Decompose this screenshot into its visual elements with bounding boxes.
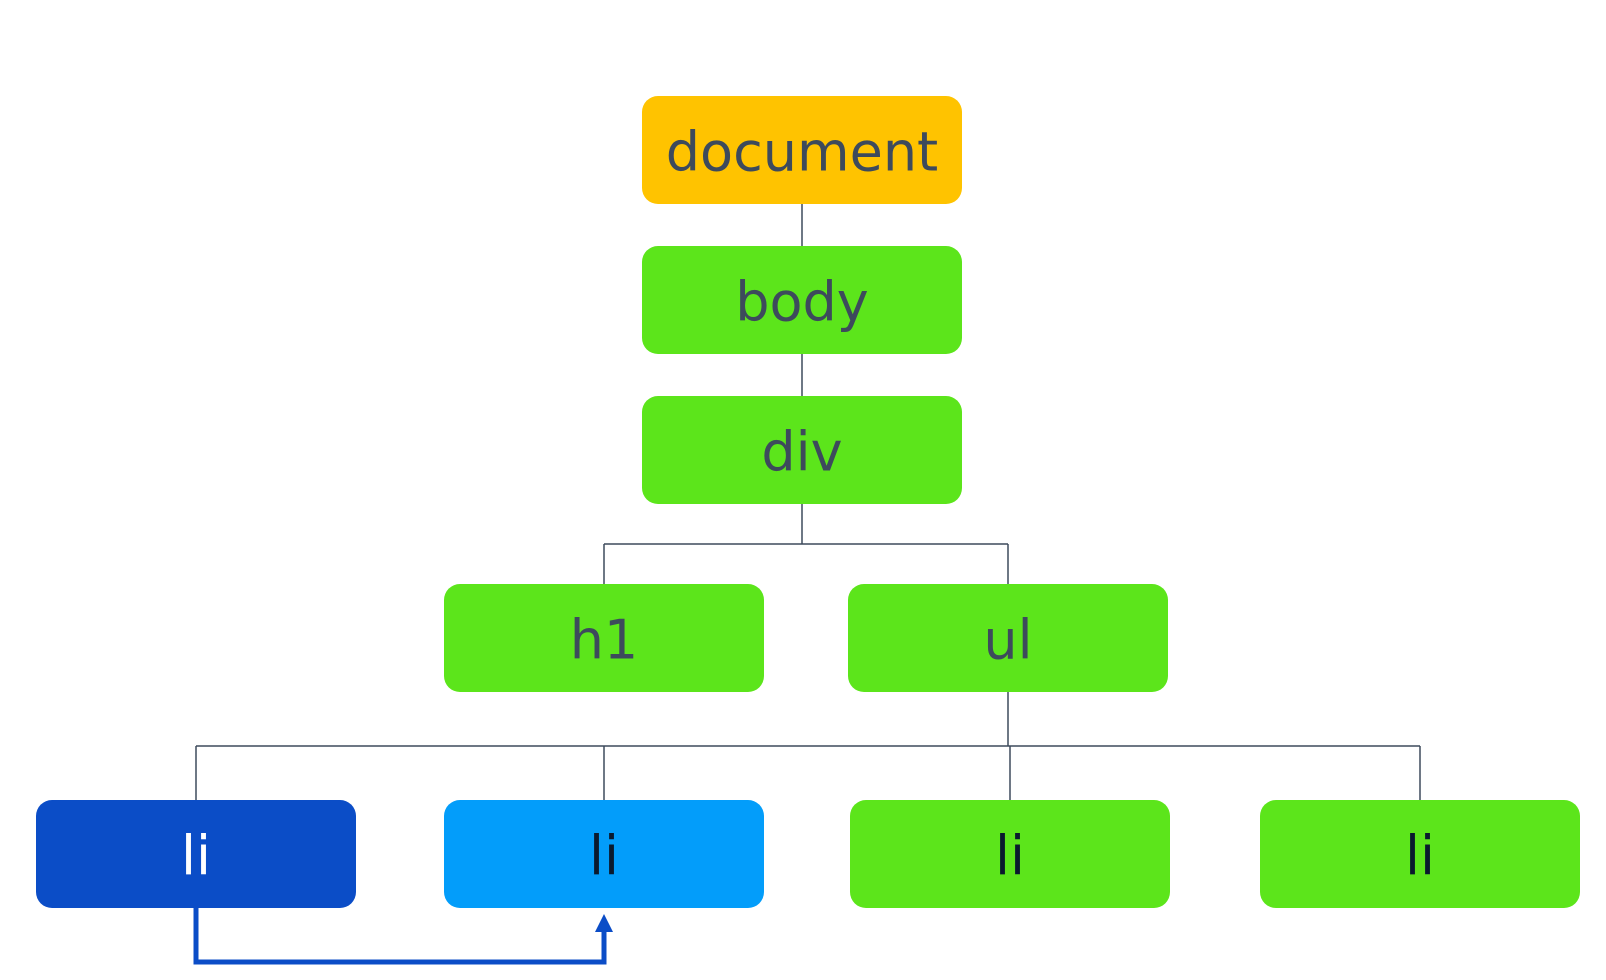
node-box [444,584,764,692]
node-label: li [589,825,619,888]
node-li-1: li [36,800,356,908]
node-body: body [642,246,962,354]
node-box [444,800,764,908]
node-box [36,800,356,908]
node-label: body [735,271,869,334]
sibling-arrow-head-icon [595,914,613,932]
node-box [1260,800,1580,908]
sibling-arrow [193,908,613,965]
node-label: li [995,825,1025,888]
connector-lines [195,204,1421,800]
node-label: li [181,825,211,888]
node-li-2: li [444,800,764,908]
node-label: li [1405,825,1435,888]
node-box [642,96,962,204]
nodes: document body div h1 ul li li li li [36,96,1580,908]
node-box [850,800,1170,908]
node-box [642,246,962,354]
node-li-4: li [1260,800,1580,908]
node-label: ul [983,609,1032,672]
node-box [848,584,1168,692]
node-box [642,396,962,504]
node-label: div [761,421,842,484]
sibling-arrow-line [193,908,607,965]
node-h1: h1 [444,584,764,692]
node-li-3: li [850,800,1170,908]
node-ul: ul [848,584,1168,692]
node-label: document [666,121,938,184]
node-div: div [642,396,962,504]
node-document: document [642,96,962,204]
node-label: h1 [570,609,639,672]
